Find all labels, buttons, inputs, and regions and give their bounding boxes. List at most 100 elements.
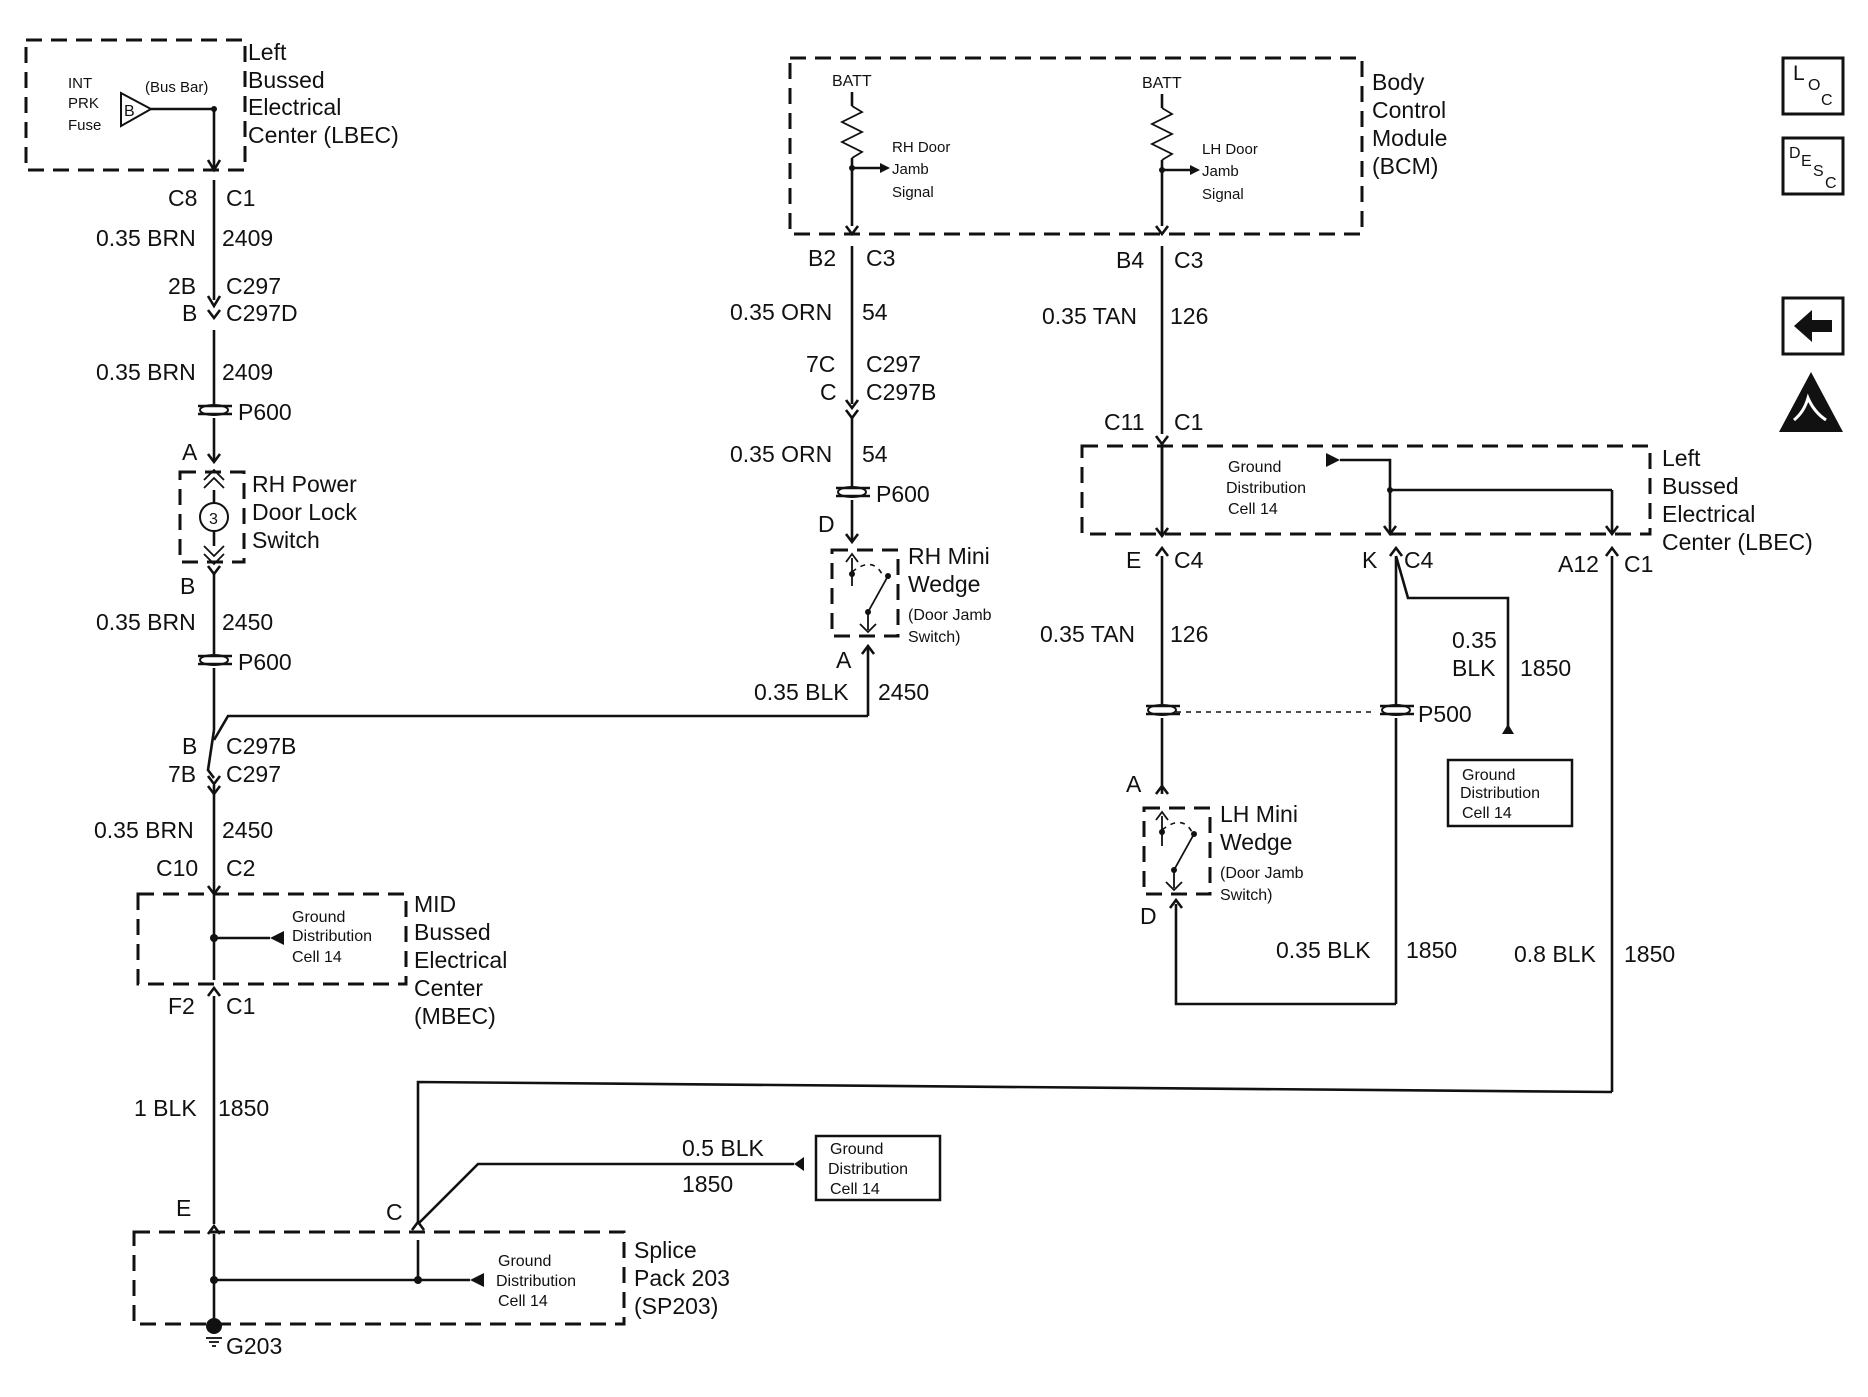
svg-text:A: A xyxy=(836,647,852,673)
svg-text:Fuse: Fuse xyxy=(68,117,101,134)
svg-text:A: A xyxy=(182,439,198,465)
svg-text:C297: C297 xyxy=(226,761,281,787)
svg-text:7B: 7B xyxy=(168,761,196,787)
svg-text:D: D xyxy=(1789,145,1801,162)
svg-text:C297: C297 xyxy=(866,351,921,377)
svg-text:Distribution: Distribution xyxy=(828,1161,908,1178)
rh-branch-wire xyxy=(212,225,876,741)
svg-text:Switch): Switch) xyxy=(908,629,960,646)
svg-text:1850: 1850 xyxy=(682,1171,733,1197)
svg-text:C1: C1 xyxy=(1174,409,1203,435)
svg-text:2409: 2409 xyxy=(222,359,273,385)
svg-text:Bussed: Bussed xyxy=(414,919,491,945)
svg-text:B: B xyxy=(182,300,197,326)
svg-text:1850: 1850 xyxy=(218,1095,269,1121)
svg-text:F2: F2 xyxy=(168,993,195,1019)
svg-text:C1: C1 xyxy=(1624,551,1653,577)
svg-text:BATT: BATT xyxy=(1142,75,1182,92)
lbec-top-label: Left Bussed Electrical Center (LBEC) xyxy=(248,39,399,148)
svg-text:Center: Center xyxy=(414,975,483,1001)
svg-text:Left: Left xyxy=(1662,445,1701,471)
svg-text:2B: 2B xyxy=(168,273,196,299)
svg-text:Cell 14: Cell 14 xyxy=(830,1181,880,1198)
svg-text:7C: 7C xyxy=(806,351,835,377)
svg-text:1850: 1850 xyxy=(1624,941,1675,967)
svg-text:Control: Control xyxy=(1372,97,1446,123)
svg-text:Ground: Ground xyxy=(1462,767,1515,784)
svg-text:Switch): Switch) xyxy=(1220,887,1272,904)
svg-text:BLK: BLK xyxy=(1452,655,1496,681)
svg-text:LH Door: LH Door xyxy=(1202,141,1258,158)
svg-text:S: S xyxy=(1813,163,1824,180)
lh-lbec-box: Ground Distribution Cell 14 Left Bussed … xyxy=(1080,444,1813,555)
svg-text:Cell 14: Cell 14 xyxy=(1228,501,1278,518)
svg-text:C1: C1 xyxy=(226,185,255,211)
svg-text:E: E xyxy=(1801,153,1812,170)
svg-text:54: 54 xyxy=(862,299,888,325)
svg-text:Signal: Signal xyxy=(1202,186,1244,203)
svg-text:0.5 BLK: 0.5 BLK xyxy=(682,1135,764,1161)
svg-text:C3: C3 xyxy=(1174,247,1203,273)
svg-text:D: D xyxy=(818,511,835,537)
back-arrow-icon-button[interactable] xyxy=(1781,296,1845,356)
svg-text:INT: INT xyxy=(68,75,92,92)
svg-text:Electrical: Electrical xyxy=(414,947,507,973)
svg-text:C297B: C297B xyxy=(866,379,936,405)
svg-text:Distribution: Distribution xyxy=(496,1273,576,1290)
svg-text:Bussed: Bussed xyxy=(1662,473,1739,499)
svg-text:Cell 14: Cell 14 xyxy=(292,949,342,966)
svg-text:B: B xyxy=(180,573,195,599)
svg-text:A12: A12 xyxy=(1558,551,1599,577)
svg-text:BATT: BATT xyxy=(832,73,872,90)
svg-text:P600: P600 xyxy=(876,481,930,507)
bcm-box: BATT BATT RH Door Jamb Signal LH Door Ja… xyxy=(788,56,1447,236)
description-icon-button[interactable]: D E S C xyxy=(1781,136,1845,196)
svg-text:Ground: Ground xyxy=(1228,459,1281,476)
svg-text:Left: Left xyxy=(248,39,287,65)
svg-text:Wedge: Wedge xyxy=(908,571,980,597)
svg-text:0.35 BRN: 0.35 BRN xyxy=(96,225,196,251)
svg-text:Distribution: Distribution xyxy=(1226,480,1306,497)
svg-text:Door Lock: Door Lock xyxy=(252,499,357,525)
svg-text:E: E xyxy=(176,1195,191,1221)
svg-text:1850: 1850 xyxy=(1406,937,1457,963)
svg-text:C3: C3 xyxy=(866,245,895,271)
svg-text:Switch: Switch xyxy=(252,527,320,553)
svg-text:Jamb: Jamb xyxy=(1202,163,1239,180)
svg-text:0.35 TAN: 0.35 TAN xyxy=(1040,621,1135,647)
svg-text:Center (LBEC): Center (LBEC) xyxy=(1662,529,1813,555)
left-branch-labels-3: F2 C1 1 BLK 1850 E xyxy=(134,993,269,1221)
svg-text:P500: P500 xyxy=(1418,701,1472,727)
svg-text:C: C xyxy=(820,379,837,405)
location-icon-button[interactable]: L O C xyxy=(1781,56,1845,116)
svg-text:B: B xyxy=(124,103,135,120)
svg-text:(Door Jamb: (Door Jamb xyxy=(908,607,992,624)
svg-text:0.8 BLK: 0.8 BLK xyxy=(1514,941,1596,967)
svg-text:RH Door: RH Door xyxy=(892,139,950,156)
svg-text:(MBEC): (MBEC) xyxy=(414,1003,496,1029)
svg-text:PRK: PRK xyxy=(68,95,99,112)
svg-text:(Door Jamb: (Door Jamb xyxy=(1220,865,1304,882)
svg-text:0.35 ORN: 0.35 ORN xyxy=(730,299,832,325)
svg-text:K: K xyxy=(1362,547,1378,573)
svg-text:B: B xyxy=(182,733,197,759)
lh-branch-labels: B4 C3 0.35 TAN 126 C11 C1 E C4 K C4 A12 … xyxy=(1040,247,1675,967)
svg-text:3: 3 xyxy=(209,511,218,528)
svg-text:126: 126 xyxy=(1170,303,1208,329)
svg-text:C1: C1 xyxy=(226,993,255,1019)
svg-text:0.35 BLK: 0.35 BLK xyxy=(754,679,849,705)
svg-text:MID: MID xyxy=(414,891,456,917)
svg-text:Bussed: Bussed xyxy=(248,67,325,93)
svg-text:(Bus Bar): (Bus Bar) xyxy=(145,79,208,96)
lh-ground-box: Ground Distribution Cell 14 xyxy=(1446,758,1574,828)
mbec-box: Ground Distribution Cell 14 MID Bussed E… xyxy=(136,891,507,1029)
svg-text:1850: 1850 xyxy=(1520,655,1571,681)
svg-text:2409: 2409 xyxy=(222,225,273,251)
svg-text:2450: 2450 xyxy=(222,817,273,843)
left-branch-labels-2: B 0.35 BRN 2450 P600 B C297B 7B C297 0.3… xyxy=(94,573,296,881)
svg-text:C4: C4 xyxy=(1404,547,1434,573)
lh-branch-wire xyxy=(416,225,1620,1224)
svg-text:Wedge: Wedge xyxy=(1220,829,1292,855)
svg-text:Electrical: Electrical xyxy=(248,94,341,120)
svg-text:0.35 BRN: 0.35 BRN xyxy=(94,817,194,843)
